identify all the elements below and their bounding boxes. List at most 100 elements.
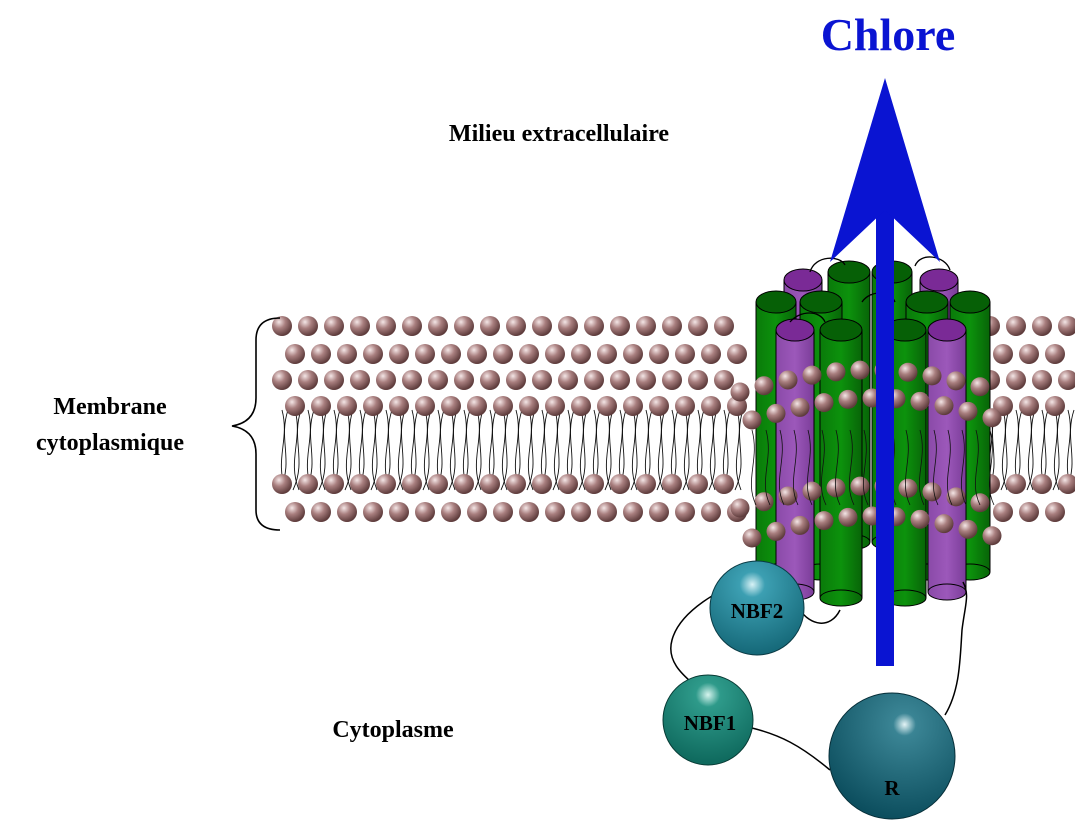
lipid-head [802,365,822,385]
lipid-tail [974,429,981,506]
lipid-head [363,396,383,416]
lipid-head [688,474,708,494]
lipid-head [1045,396,1065,416]
lipid-head [454,316,474,336]
lipid-head [946,371,966,391]
helix-loop [914,256,951,271]
lipid-head [584,474,604,494]
lipid-head [298,316,318,336]
lipid-head [623,396,643,416]
lipid-head [584,370,604,390]
lipid-head [324,316,344,336]
lipid-head [778,370,798,390]
lipid-head [910,391,930,411]
lipid-head [311,396,331,416]
lipid-head [363,502,383,522]
lipid-tail [344,409,354,491]
lipid-head [467,502,487,522]
lipid-head [802,481,822,501]
lipid-head [311,344,331,364]
lipid-head [910,509,930,529]
lipid-head [838,507,858,527]
membrane-brace [231,317,281,531]
lipid-head [838,389,858,409]
membrane-label-line2: cytoplasmique [36,430,184,456]
lipid-head [558,474,578,494]
lipid-head [415,396,435,416]
lipid-head [415,344,435,364]
lipid-head [363,344,383,364]
lipid-head [324,370,344,390]
lipid-head [545,344,565,364]
lipid-head [1019,344,1039,364]
r-domain: R [828,692,956,820]
lipid-head [441,502,461,522]
lipid-tail [862,429,869,506]
lipid-head [898,362,918,382]
lipid-head [970,493,990,513]
lipid-tail [318,409,328,491]
lipid-head [982,526,1002,546]
lipid-tail [932,429,939,506]
lipid-tail [578,409,588,491]
lipid-head [506,370,526,390]
helix-top [755,290,797,314]
lipid-head [272,316,292,336]
lipid-head [623,344,643,364]
nbf1-domain: NBF1 [662,674,754,766]
lipid-head [993,344,1013,364]
lipid-tail [848,429,855,506]
lipid-head [298,370,318,390]
lipid-head [1006,474,1026,494]
lipid-head [532,316,552,336]
lipid-head [350,474,370,494]
lipid-head [506,316,526,336]
helix-top [927,318,967,342]
lipid-head [898,478,918,498]
lipid-head [532,474,552,494]
lipid-head [934,396,954,416]
lipid-head [1006,316,1026,336]
helix-top [799,290,843,314]
lipid-head [826,362,846,382]
lipid-head [850,360,870,380]
lipid-head [934,514,954,534]
helix-top [783,268,823,292]
lipid-head [480,316,500,336]
lipid-head [558,316,578,336]
lipid-head [610,316,630,336]
lipid-head [298,474,318,494]
lipid-head [350,370,370,390]
lipid-head [636,474,656,494]
helix-bottom [927,583,967,601]
lipid-head [493,344,513,364]
helix-loop [809,257,846,273]
lipid-tail [526,409,536,491]
lipid-head [610,370,630,390]
lipid-head [649,344,669,364]
lipid-head [958,401,978,421]
lipid-head [688,370,708,390]
lipid-head [688,316,708,336]
lipid-tail [792,429,799,506]
helix-top [775,318,815,342]
lipid-head [1058,316,1075,336]
helix-top [819,318,863,342]
lipid-head [714,474,734,494]
lipid-tail [750,429,757,506]
lipid-head [1058,370,1075,390]
lipid-tail [820,429,827,506]
lipid-head [727,344,747,364]
lipid-tail [734,409,744,491]
lipid-head [337,396,357,416]
lipid-head [754,492,774,512]
lipid-tail [834,429,841,506]
lipid-tail [1000,409,1010,491]
lipid-head [766,521,786,541]
lipid-head [1045,502,1065,522]
lipid-head [814,511,834,531]
lipid-head [850,476,870,496]
lipid-head [350,316,370,336]
lipid-head [922,482,942,502]
